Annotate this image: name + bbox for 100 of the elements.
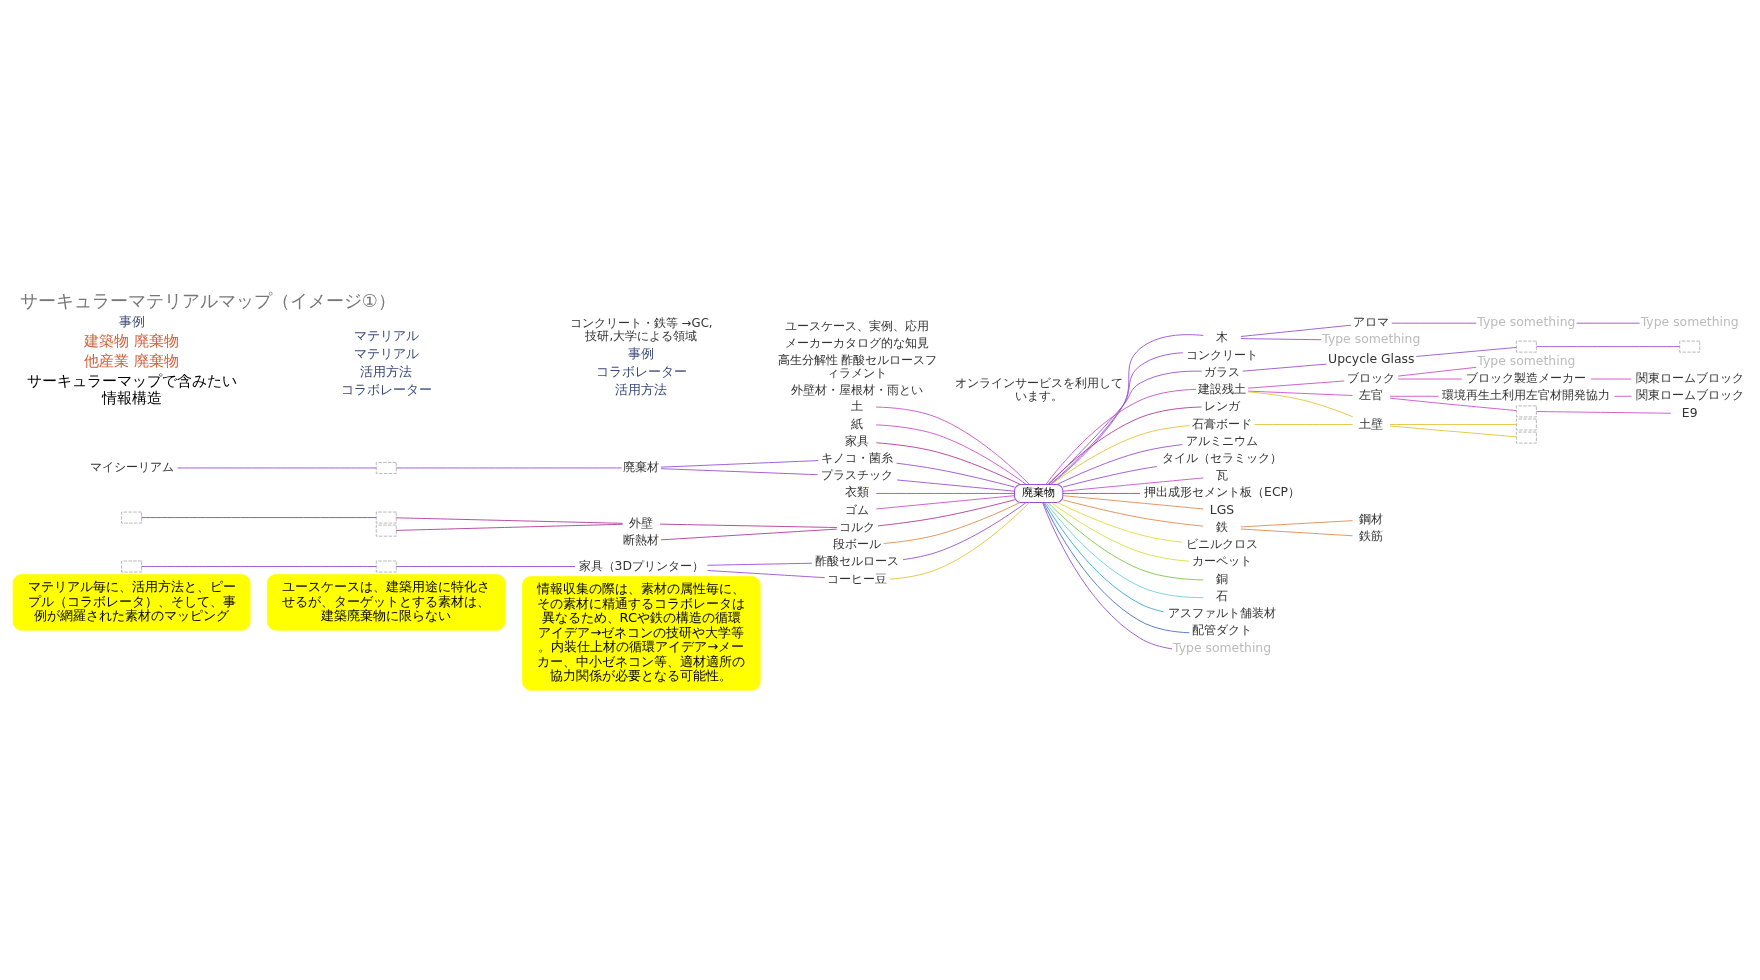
connector [1047, 502, 1204, 581]
node-box: 情報収集の際は、素材の属性毎に、その素材に精通するコラボレータは異なるため、RCや鉄の構造の循環アイデア→ゼネコンの技研や大学等。内装仕上材の循環アイデア→メーカー、中小ゼネコン等、適材適所の協力関係が必要となる可能性。 [521, 576, 761, 691]
label: 事例 [627, 346, 654, 362]
connector [140, 566, 377, 567]
node-text: 関東ロームブロック [1635, 370, 1744, 386]
connector [660, 468, 818, 476]
label: オンラインサービスを利用しています。 [954, 376, 1123, 404]
node-text: 押出成形セメント板（ECP） [1143, 484, 1300, 500]
label: コラボレーター [595, 364, 687, 380]
connector [1388, 424, 1517, 425]
node-box [1678, 340, 1700, 353]
node-text: 鉄 [1215, 518, 1228, 534]
node-text: 酢酸セルロース [814, 553, 899, 569]
node-text: 左官 [1358, 387, 1383, 403]
node-text: Type something [1476, 314, 1575, 330]
node-text: 土 [850, 398, 863, 414]
connector [1050, 425, 1190, 485]
connector [1056, 502, 1183, 543]
connector [1062, 477, 1204, 492]
label: マテリアル [353, 328, 419, 344]
node-text: コンクリート [1185, 346, 1258, 362]
connector [395, 523, 623, 531]
connector [395, 566, 576, 567]
node-text: 土壁 [1358, 415, 1383, 431]
connector [1041, 502, 1172, 650]
connector [896, 479, 1015, 492]
connector [1042, 502, 1190, 634]
connector [1253, 424, 1353, 425]
node-text: 瓦 [1215, 467, 1228, 483]
connector [1397, 366, 1477, 377]
label: 他産業 廃棄物 [83, 352, 179, 371]
node-text: カーペット [1191, 553, 1252, 569]
connector [895, 462, 1015, 488]
node-text: 外壁 [628, 514, 653, 530]
connector [706, 562, 812, 566]
connector [176, 467, 377, 469]
connector [1239, 338, 1322, 341]
node-text: プラスチック [820, 467, 893, 483]
connector [877, 499, 1015, 527]
connector [1239, 324, 1351, 337]
node-text: LGS [1209, 501, 1234, 517]
node-box [375, 462, 397, 474]
node-box: 廃棄物 [1013, 483, 1063, 503]
node-text: 家具 [844, 432, 869, 448]
node-box [375, 560, 397, 573]
node-text: E9 [1681, 404, 1698, 420]
connector [1247, 380, 1345, 389]
node-text: 銅 [1215, 570, 1228, 586]
label: メーカーカタログ的な知見 [784, 335, 929, 350]
connector [875, 493, 1015, 494]
connector [875, 495, 1015, 510]
node-text: 石 [1215, 587, 1228, 603]
node-text: ゴム [844, 501, 869, 517]
node-text: ブロック [1346, 370, 1395, 386]
connector [875, 424, 1026, 485]
node-text: コルク [838, 518, 875, 534]
connector [1045, 388, 1196, 485]
label: コラボレーター [340, 381, 432, 397]
connector [1239, 528, 1353, 537]
connector [660, 460, 819, 468]
node-text: 関東ロームブロック [1635, 387, 1744, 403]
connector [1388, 395, 1439, 397]
node-box [375, 511, 397, 524]
connector [875, 442, 1021, 485]
diagram-title: サーキュラーマテリアルマップ（イメージ①） [19, 289, 396, 311]
connector [888, 502, 1030, 580]
node-box [1515, 340, 1537, 353]
label: 事例 [118, 314, 145, 330]
node-text: ブロック製造メーカー [1465, 370, 1586, 386]
connector [1575, 322, 1640, 324]
connector [1047, 370, 1202, 485]
node-text: レンガ [1203, 398, 1240, 414]
node-text: マイシーリアム [89, 458, 174, 474]
node-text: 鋼材 [1358, 510, 1383, 526]
node-text: ビニルクロス [1185, 536, 1258, 552]
connector [1049, 352, 1183, 485]
node-box [120, 560, 142, 573]
node-text: 石膏ボード [1191, 415, 1252, 431]
node-text: 環境再生土利用左官材開発協力 [1441, 387, 1610, 403]
node-box [120, 511, 142, 524]
label: コンクリート・鉄等 →GC,技研,大学による領域 [569, 316, 713, 344]
node-text: Type something [1476, 352, 1575, 368]
node-box [375, 524, 397, 537]
node-text: 木 [1215, 329, 1228, 345]
label: マテリアル [353, 346, 419, 362]
connector [1239, 520, 1353, 528]
node-text: 段ボール [832, 536, 881, 552]
connector [882, 502, 1021, 544]
node-box [1515, 405, 1537, 418]
node-text: 衣類 [844, 484, 869, 500]
connector [1389, 397, 1517, 411]
connector [1535, 346, 1680, 348]
connector [1043, 502, 1164, 613]
label: ユースケース、実例、応用 [784, 319, 929, 334]
label: 建築物 廃棄物 [83, 332, 179, 351]
node-text: タイル（セラミック） [1161, 450, 1282, 466]
connector [140, 517, 377, 519]
connector [706, 570, 825, 579]
connector [1047, 406, 1202, 485]
connector [1415, 347, 1517, 357]
